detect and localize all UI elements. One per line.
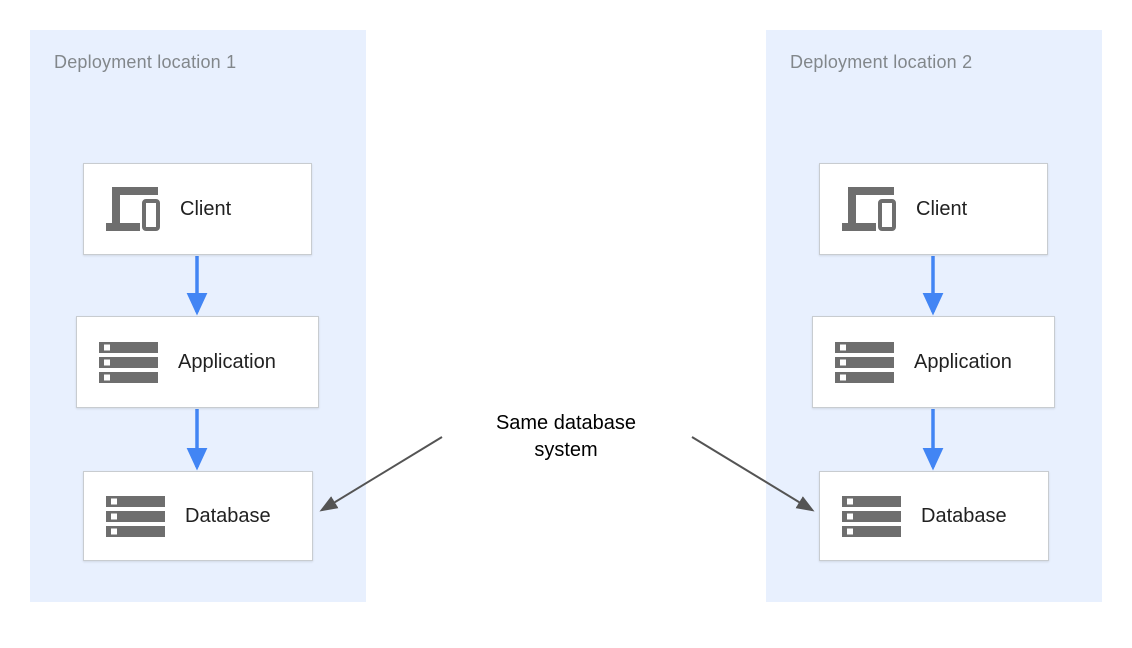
- annotation-label: Same database system: [495, 412, 637, 461]
- node-client-1: Client: [83, 163, 312, 255]
- node-label: Application: [914, 350, 1012, 373]
- node-database-1: Database: [83, 471, 313, 561]
- deployment-location-2-title: Deployment location 2: [790, 52, 973, 72]
- node-label: Database: [185, 504, 271, 527]
- node-label: Application: [178, 350, 276, 373]
- server-stack-icon: [842, 495, 901, 537]
- server-stack-icon: [106, 495, 165, 537]
- node-label: Client: [916, 197, 968, 220]
- node-client-2: Client: [819, 163, 1048, 255]
- node-label: Client: [180, 197, 232, 220]
- node-label: Database: [921, 504, 1007, 527]
- client-devices-icon: [842, 187, 896, 231]
- server-stack-icon: [835, 341, 894, 383]
- node-application-2: Application: [812, 316, 1055, 408]
- node-database-2: Database: [819, 471, 1049, 561]
- node-application-1: Application: [76, 316, 319, 408]
- deployment-location-1-title: Deployment location 1: [54, 52, 237, 72]
- client-devices-icon: [106, 187, 160, 231]
- server-stack-icon: [99, 341, 158, 383]
